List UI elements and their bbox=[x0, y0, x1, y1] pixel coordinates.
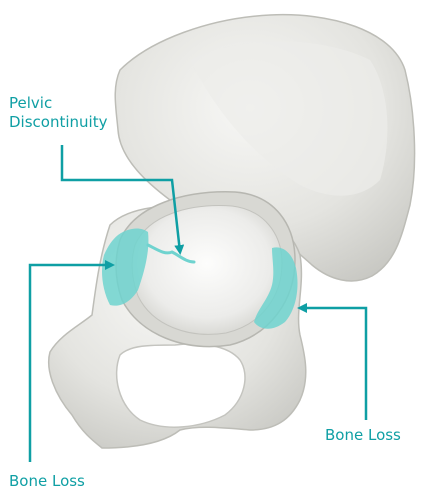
pelvis-bone bbox=[49, 15, 415, 448]
bone-loss-left-label: Bone Loss bbox=[9, 472, 85, 491]
pelvic-discontinuity-label-line2: Discontinuity bbox=[9, 113, 107, 132]
bone-loss-right-label: Bone Loss bbox=[325, 426, 401, 445]
pelvic-discontinuity-label: Pelvic Discontinuity bbox=[9, 94, 107, 132]
pelvic-discontinuity-label-line1: Pelvic bbox=[9, 94, 107, 113]
obturator-foramen bbox=[117, 344, 245, 427]
bone-loss-right-arrow bbox=[300, 308, 366, 420]
